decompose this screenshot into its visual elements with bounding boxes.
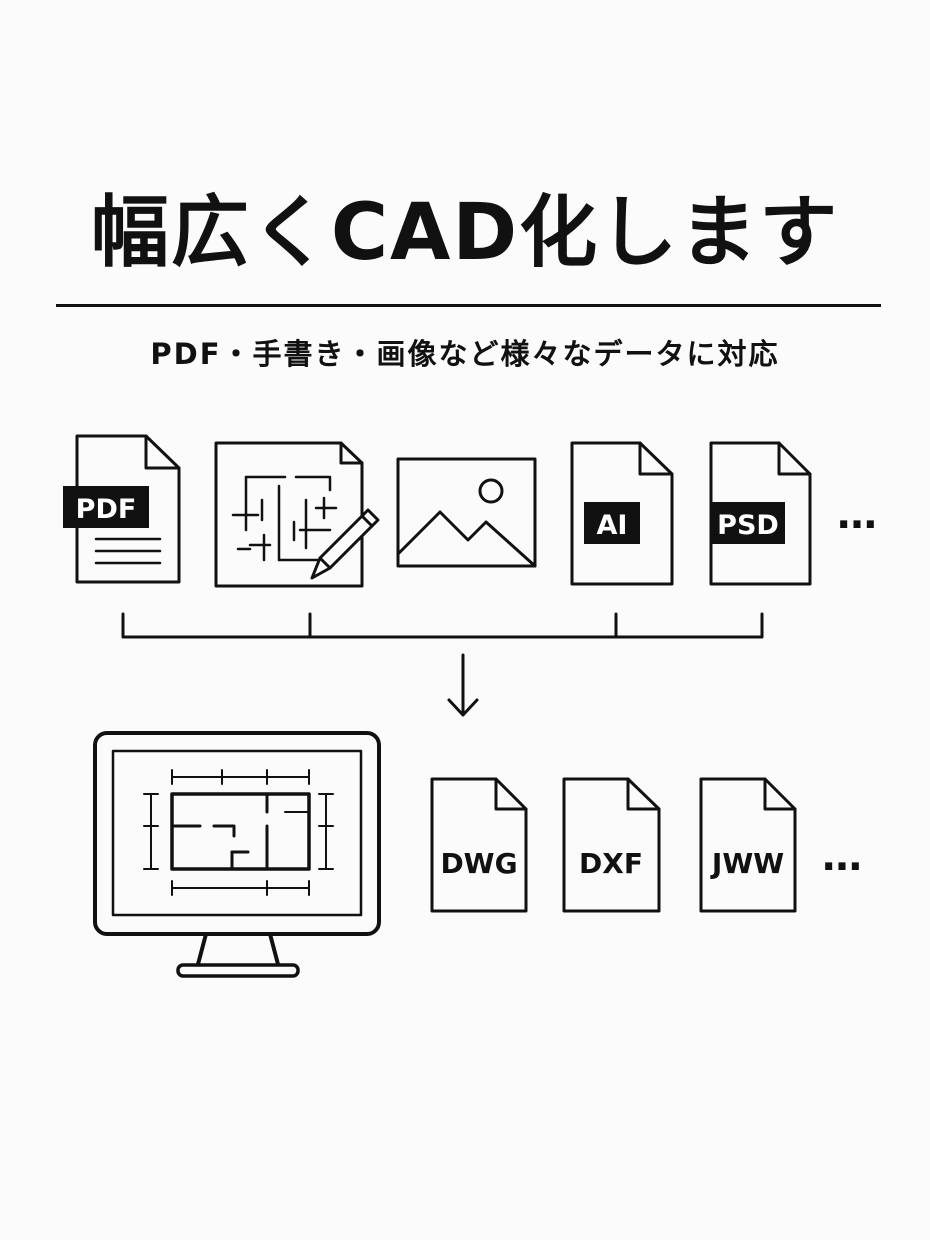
jww-label: JWW bbox=[710, 847, 784, 880]
more-outputs-ellipsis: … bbox=[822, 834, 862, 880]
dxf-file-icon: DXF bbox=[562, 777, 661, 913]
pdf-label: PDF bbox=[76, 494, 137, 525]
jww-file-icon: JWW bbox=[699, 777, 797, 913]
image-icon bbox=[396, 457, 537, 568]
dwg-label: DWG bbox=[440, 847, 517, 880]
monitor-icon bbox=[93, 731, 381, 978]
more-inputs-ellipsis: … bbox=[837, 492, 877, 538]
handwritten-drawing-icon bbox=[214, 441, 380, 588]
page-title: 幅広くCAD化します bbox=[90, 188, 840, 278]
title-divider bbox=[56, 304, 881, 307]
dxf-label: DXF bbox=[579, 847, 643, 880]
psd-file-icon: PSD bbox=[709, 441, 812, 586]
page-subtitle: PDF・手書き・画像など様々なデータに対応 bbox=[150, 337, 780, 371]
pdf-file-icon: PDF bbox=[63, 434, 181, 584]
down-arrow-icon bbox=[447, 653, 479, 717]
psd-label: PSD bbox=[717, 510, 779, 541]
ai-file-icon: AI bbox=[570, 441, 674, 586]
dwg-file-icon: DWG bbox=[430, 777, 528, 913]
cad-floor-plan bbox=[143, 769, 334, 896]
ai-label: AI bbox=[597, 510, 628, 541]
merge-bracket bbox=[121, 612, 764, 639]
